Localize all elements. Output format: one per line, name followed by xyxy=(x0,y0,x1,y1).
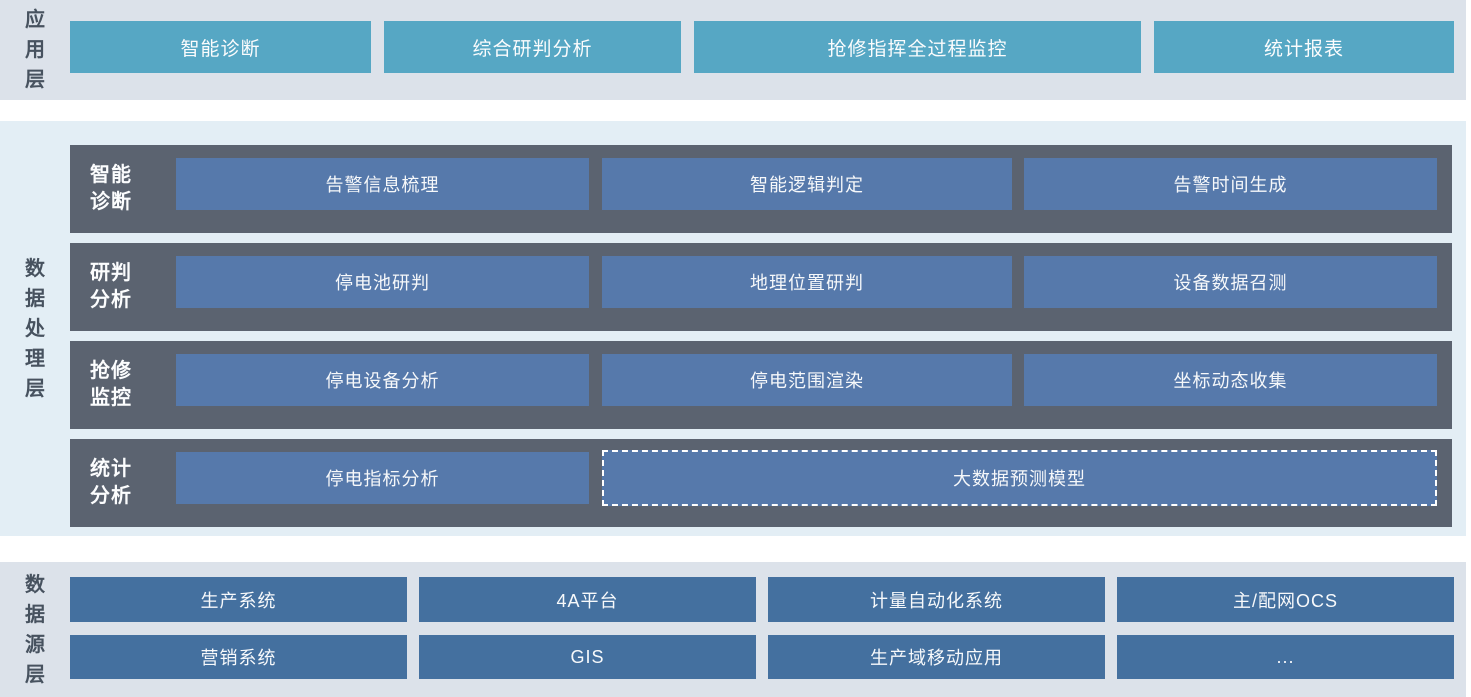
cell-intelligent-logic-judgement: 智能逻辑判定 xyxy=(602,158,1012,210)
cell-geographic-location-analysis: 地理位置研判 xyxy=(602,256,1012,308)
application-layer-band: 应用层 智能诊断 综合研判分析 抢修指挥全过程监控 统计报表 xyxy=(0,0,1466,100)
processing-row-repair-monitoring: 抢修监控 停电设备分析 停电范围渲染 坐标动态收集 xyxy=(70,341,1452,429)
src-main-distribution-ocs: 主/配网OCS xyxy=(1117,577,1454,622)
cell-alarm-time-generation: 告警时间生成 xyxy=(1024,158,1437,210)
processing-row-title: 统计分析 xyxy=(90,458,132,507)
processing-row-analysis: 研判分析 停电池研判 地理位置研判 设备数据召测 xyxy=(70,243,1452,331)
data-processing-layer-band: 数据处理层 智能诊断 告警信息梳理 智能逻辑判定 告警时间生成 研判分析 停电池… xyxy=(0,121,1466,536)
src-more-ellipsis: ... xyxy=(1117,635,1454,679)
cell-outage-indicator-analysis: 停电指标分析 xyxy=(176,452,589,504)
data-source-layer-band: 数据源层 生产系统 4A平台 计量自动化系统 主/配网OCS 营销系统 GIS … xyxy=(0,562,1466,697)
cell-coordinate-dynamic-collection: 坐标动态收集 xyxy=(1024,354,1437,406)
processing-row-title: 研判分析 xyxy=(90,262,132,311)
cell-outage-range-rendering: 停电范围渲染 xyxy=(602,354,1012,406)
src-4a-platform: 4A平台 xyxy=(419,577,756,622)
app-item-comprehensive-analysis: 综合研判分析 xyxy=(384,21,681,73)
src-marketing-system: 营销系统 xyxy=(70,635,407,679)
src-metering-automation-system: 计量自动化系统 xyxy=(768,577,1105,622)
cell-alarm-info-sorting: 告警信息梳理 xyxy=(176,158,589,210)
src-gis: GIS xyxy=(419,635,756,679)
processing-row-title: 抢修监控 xyxy=(90,360,132,409)
app-item-statistics-report: 统计报表 xyxy=(1154,21,1454,73)
app-item-repair-command-monitoring: 抢修指挥全过程监控 xyxy=(694,21,1141,73)
cell-outage-battery-analysis: 停电池研判 xyxy=(176,256,589,308)
processing-row-intelligent-diagnosis: 智能诊断 告警信息梳理 智能逻辑判定 告警时间生成 xyxy=(70,145,1452,233)
processing-row-title: 智能诊断 xyxy=(90,164,132,213)
application-layer-label: 应用层 xyxy=(25,9,45,91)
cell-outage-device-analysis: 停电设备分析 xyxy=(176,354,589,406)
src-production-mobile-app: 生产域移动应用 xyxy=(768,635,1105,679)
data-processing-layer-label: 数据处理层 xyxy=(25,257,45,400)
app-item-intelligent-diagnosis: 智能诊断 xyxy=(70,21,371,73)
cell-big-data-prediction-model: 大数据预测模型 xyxy=(602,450,1437,506)
processing-row-statistics: 统计分析 停电指标分析 大数据预测模型 xyxy=(70,439,1452,527)
cell-device-data-recall: 设备数据召测 xyxy=(1024,256,1437,308)
data-source-layer-label: 数据源层 xyxy=(25,573,45,686)
src-production-system: 生产系统 xyxy=(70,577,407,622)
